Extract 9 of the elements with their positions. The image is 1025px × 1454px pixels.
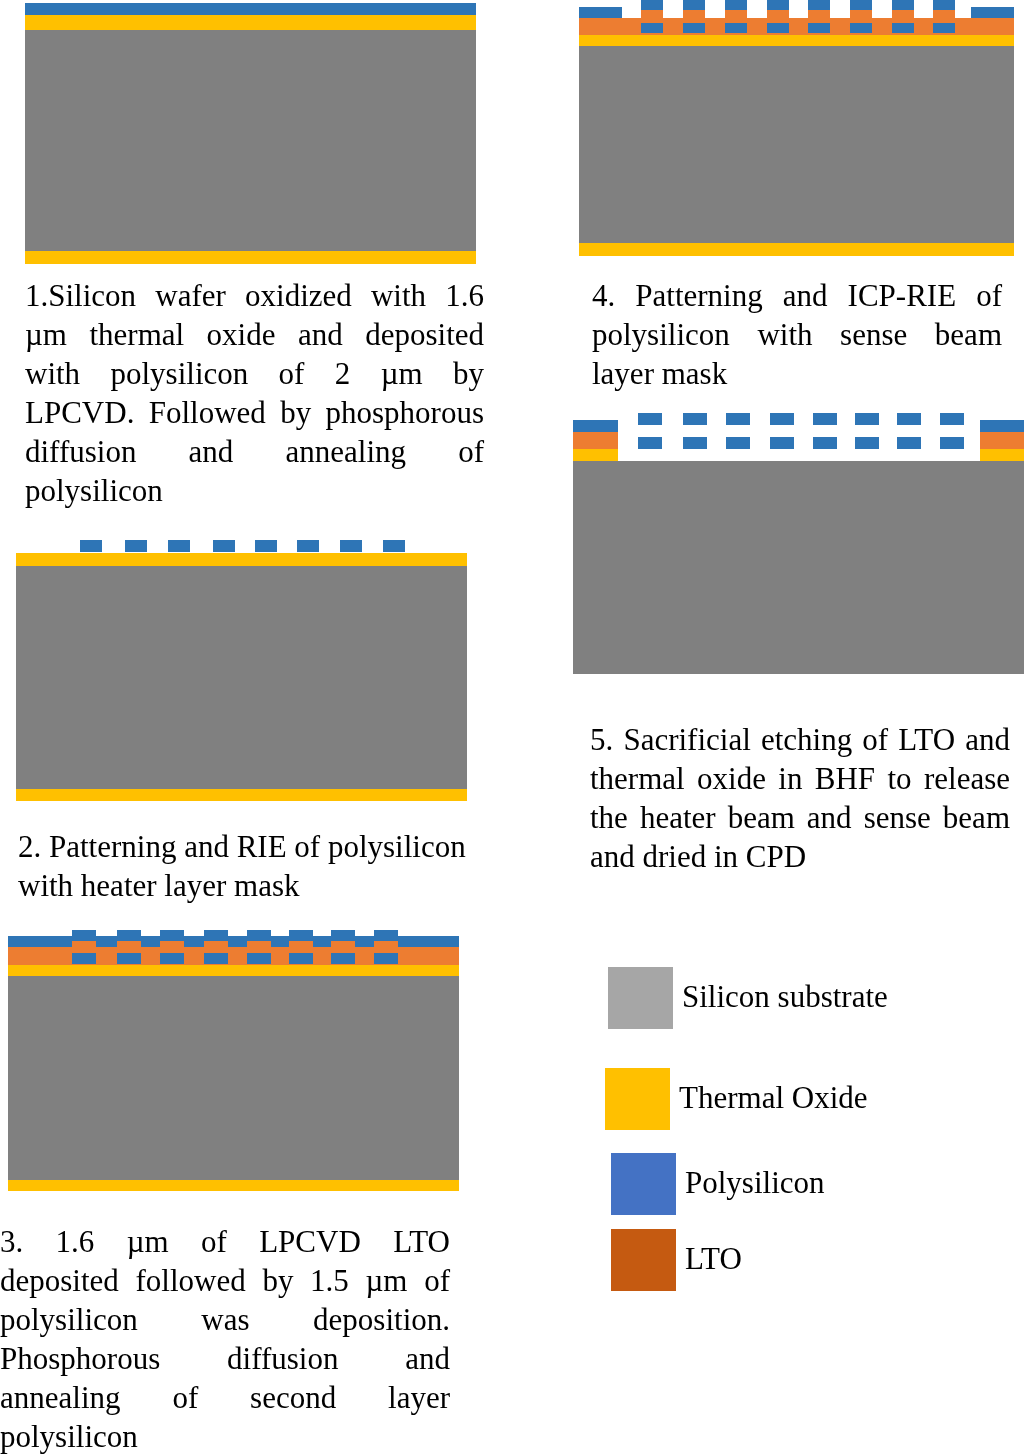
legend-label: Silicon substrate bbox=[682, 979, 888, 1015]
legend-label: Polysilicon bbox=[685, 1165, 825, 1201]
step-caption: 2. Patterning and RIE of polysilicon with heater layer mask bbox=[18, 828, 467, 905]
step-caption: 3. 1.6 µm of LPCVD LTO deposited followed by 1.5 µm of polysilicon was deposition. Phosphorous diffusion and annealing of second layer polysilicon bbox=[0, 1223, 450, 1454]
step-caption: 1.Silicon wafer oxidized with 1.6 µm thermal oxide and deposited with polysilicon of 2 µm by LPCVD. Followed by phosphorous diffusion and annealing of polysilicon bbox=[25, 277, 484, 510]
step-caption: 4. Patterning and ICP-RIE of polysilicon with sense beam layer mask bbox=[592, 277, 1002, 393]
legend-label: LTO bbox=[685, 1241, 742, 1277]
legend-label: Thermal Oxide bbox=[679, 1080, 868, 1116]
step-caption: 5. Sacrificial etching of LTO and thermal oxide in BHF to release the heater beam and sense beam and dried in CPD bbox=[590, 721, 1010, 876]
